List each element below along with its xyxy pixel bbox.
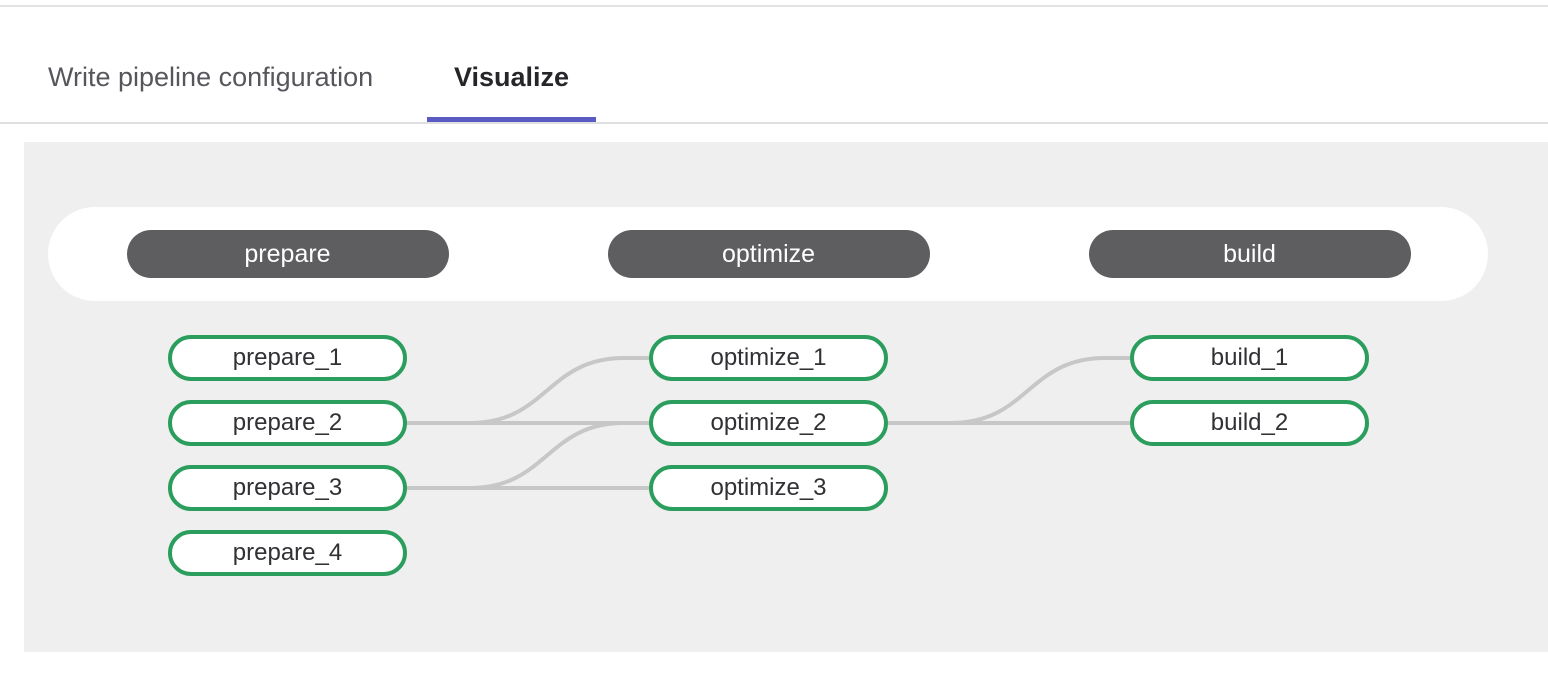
tab-visualize[interactable]: Visualize bbox=[427, 48, 596, 106]
top-divider bbox=[0, 5, 1548, 7]
job-pill-build_2[interactable]: build_2 bbox=[1130, 400, 1369, 446]
stage-pill-prepare: prepare bbox=[126, 230, 449, 278]
stage-pill-build: build bbox=[1088, 230, 1411, 278]
editor-tabs: Write pipeline configuration Visualize bbox=[0, 0, 1548, 124]
job-pill-prepare_3[interactable]: prepare_3 bbox=[168, 465, 407, 511]
link-prepare_2-optimize_1 bbox=[407, 356, 649, 425]
job-pill-build_1[interactable]: build_1 bbox=[1130, 335, 1369, 381]
active-tab-indicator bbox=[427, 117, 596, 122]
job-pill-prepare_2[interactable]: prepare_2 bbox=[168, 400, 407, 446]
job-pill-optimize_2[interactable]: optimize_2 bbox=[649, 400, 888, 446]
job-pill-optimize_3[interactable]: optimize_3 bbox=[649, 465, 888, 511]
tabs-divider bbox=[0, 122, 1548, 124]
job-pill-prepare_4[interactable]: prepare_4 bbox=[168, 530, 407, 576]
tab-write-pipeline-configuration[interactable]: Write pipeline configuration bbox=[24, 48, 397, 106]
dependency-links bbox=[407, 356, 1130, 490]
stage-pill-optimize: optimize bbox=[607, 230, 930, 278]
job-pill-optimize_1[interactable]: optimize_1 bbox=[649, 335, 888, 381]
job-pill-prepare_1[interactable]: prepare_1 bbox=[168, 335, 407, 381]
link-optimize_2-build_1 bbox=[888, 356, 1130, 425]
link-prepare_3-optimize_2 bbox=[407, 421, 649, 490]
